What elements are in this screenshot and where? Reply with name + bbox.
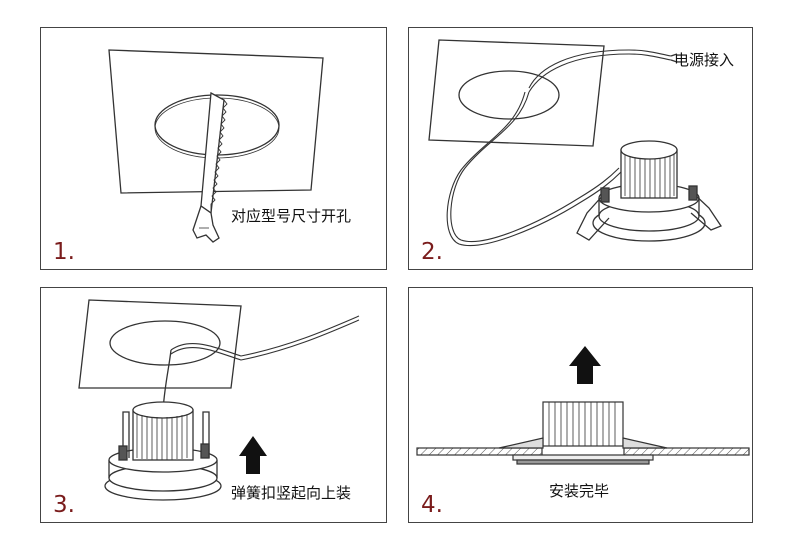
ceiling-right <box>623 447 750 456</box>
step-2-caption: 电源接入 <box>674 51 735 69</box>
power-cable <box>528 49 672 89</box>
step-2-number: 2. <box>421 239 443 265</box>
trim-ring <box>512 454 654 461</box>
step-4-panel: 安装完毕 4. <box>408 287 753 523</box>
saw-icon <box>192 91 228 243</box>
ceiling-board <box>78 299 242 389</box>
power-connection-illustration <box>428 39 722 246</box>
installed-downlight-illustration <box>416 346 750 465</box>
step-3-number: 3. <box>53 492 75 518</box>
downlight-icon <box>104 401 222 501</box>
downlight-icon <box>576 140 722 242</box>
step-4-number: 4. <box>421 492 443 518</box>
step-1-number: 1. <box>53 239 75 265</box>
step-4-caption: 安装完毕 <box>549 482 610 500</box>
spring-clip-install-illustration <box>78 299 360 501</box>
up-arrow-icon <box>569 346 601 384</box>
ceiling-left <box>416 447 543 456</box>
cut-hole <box>458 70 560 120</box>
step-1-caption: 对应型号尺寸开孔 <box>231 207 352 225</box>
power-cable <box>170 315 360 357</box>
step-3-panel: 弹簧扣竖起向上装 3. <box>40 287 387 523</box>
cut-hole <box>109 320 221 366</box>
heatsink <box>542 401 624 447</box>
step-3-caption: 弹簧扣竖起向上装 <box>231 484 352 502</box>
step-2-panel: 电源接入 2. <box>408 27 753 270</box>
cutting-hole-illustration <box>108 49 324 243</box>
up-arrow-icon <box>239 436 267 474</box>
step-1-panel: 对应型号尺寸开孔 1. <box>40 27 387 270</box>
